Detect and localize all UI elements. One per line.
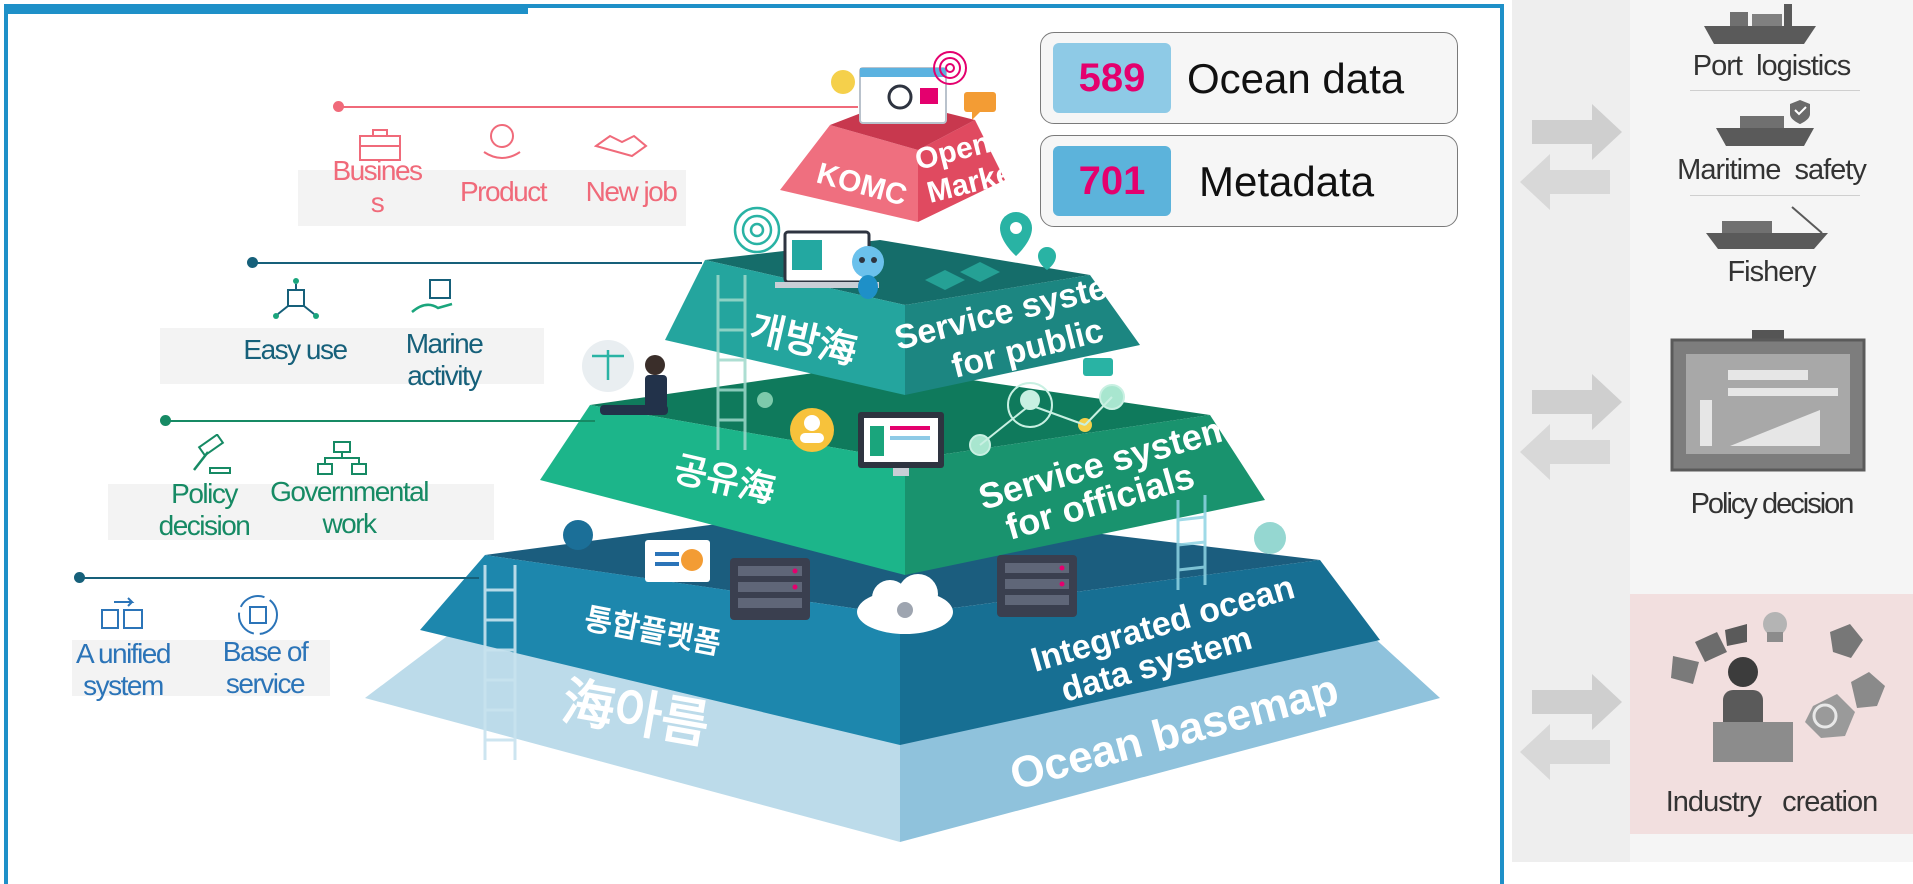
tier4-benefit-bar <box>72 640 330 696</box>
gavel-icon <box>193 434 231 474</box>
diagram-frame <box>4 4 1504 884</box>
cargo-ship-icon <box>1704 4 1816 44</box>
arrow-right-icon <box>1532 374 1622 430</box>
stat-value: 589 <box>1053 43 1171 113</box>
application-label: Policy decision <box>1690 488 1855 520</box>
frame-tab <box>8 8 528 14</box>
sitting-person-icon <box>600 355 668 415</box>
browser-window-icon <box>859 67 947 124</box>
top-left-face <box>780 125 918 222</box>
hand-cube-icon <box>411 279 453 313</box>
ladder-mid-icon <box>716 275 747 450</box>
scales-icon <box>582 340 634 392</box>
hexagon-pads-icon <box>925 262 1000 290</box>
benefit-label: Policy decision <box>158 478 251 541</box>
network-nodes-icon <box>969 382 1125 456</box>
industry-person-icon <box>1671 612 1885 762</box>
tier4-connector-line <box>79 577 479 579</box>
desktop-monitor-icon <box>858 412 944 476</box>
patrol-ship-icon <box>1716 100 1814 146</box>
divider <box>1690 195 1860 196</box>
benefit-label: Marine activity <box>405 328 484 391</box>
tier3-connector-line <box>165 420 595 422</box>
coin-icon <box>831 70 855 94</box>
tier1-connector-line <box>338 106 858 108</box>
arrow-right-icon <box>1532 104 1622 160</box>
radar-circles-icon <box>733 206 781 254</box>
tier2-left-face <box>665 260 905 395</box>
org-chart-icon <box>317 441 367 475</box>
application-label: Maritime safety <box>1677 154 1867 186</box>
benefit-label: A unified system <box>76 638 171 701</box>
tier2-right-face <box>905 275 1140 395</box>
server-rack-icon <box>730 558 810 620</box>
benefit-label: Busines s <box>332 155 423 218</box>
arrow-left-icon <box>1520 154 1610 210</box>
tier1-benefit-bar <box>298 170 686 226</box>
cycle-box-icon <box>238 595 278 635</box>
application-label: Port logistics <box>1692 50 1851 82</box>
top-right-face <box>918 120 1005 222</box>
stat-value: 701 <box>1053 146 1171 216</box>
pyramid-diagram: KOMC Open Market 개방海 Service system for … <box>365 51 1440 842</box>
stat-label: Ocean data <box>1187 55 1405 102</box>
network-icon <box>273 278 319 319</box>
divider <box>1690 90 1860 91</box>
bubble-icon <box>563 520 593 550</box>
tier3-benefit-bar <box>108 484 494 540</box>
user-avatar-icon <box>790 408 834 452</box>
policy-board-icon <box>1670 330 1866 472</box>
signal-target-icon <box>933 51 967 85</box>
benefit-label: Base of service <box>222 636 309 699</box>
bubble-icon <box>757 392 773 408</box>
product-icon <box>483 124 521 159</box>
dashboard-monitor-icon <box>645 540 710 582</box>
arrow-left-icon <box>1520 724 1610 780</box>
benefit-label: Governmental work <box>270 476 429 539</box>
laptop-icon <box>775 230 879 288</box>
arrow-left-icon <box>1520 424 1610 480</box>
mascot-icon <box>852 246 884 299</box>
stat-label: Metadata <box>1199 158 1375 205</box>
ladder-left-icon <box>483 565 517 760</box>
folders-icon <box>101 597 143 629</box>
application-label: Fishery <box>1727 256 1816 288</box>
stat-box-metadata: 701 Metadata <box>1040 135 1458 227</box>
tier2-benefit-bar <box>160 328 544 384</box>
stat-box-ocean-data: 589 Ocean data <box>1040 32 1458 124</box>
bubble-icon <box>1254 522 1286 554</box>
location-pin-icon <box>1000 212 1056 270</box>
ladder-right-icon <box>1176 495 1207 590</box>
tier2-connector-line <box>252 262 702 264</box>
benefit-label: Easy use <box>243 334 348 365</box>
cloud-icon <box>857 574 953 634</box>
application-label: Industry creation <box>1665 786 1879 818</box>
tier3-right-face <box>905 415 1265 575</box>
chat-bubble-icon <box>1083 358 1113 376</box>
benefit-label: New job <box>585 176 678 207</box>
chat-bubble-icon <box>964 92 996 120</box>
flow-arrows <box>1520 104 1622 780</box>
arrow-right-icon <box>1532 674 1622 730</box>
benefit-label: Product <box>460 176 548 207</box>
server-rack-icon <box>997 555 1077 617</box>
briefcase-icon <box>359 129 401 161</box>
handshake-icon <box>594 134 648 158</box>
fishing-boat-icon <box>1706 206 1828 249</box>
